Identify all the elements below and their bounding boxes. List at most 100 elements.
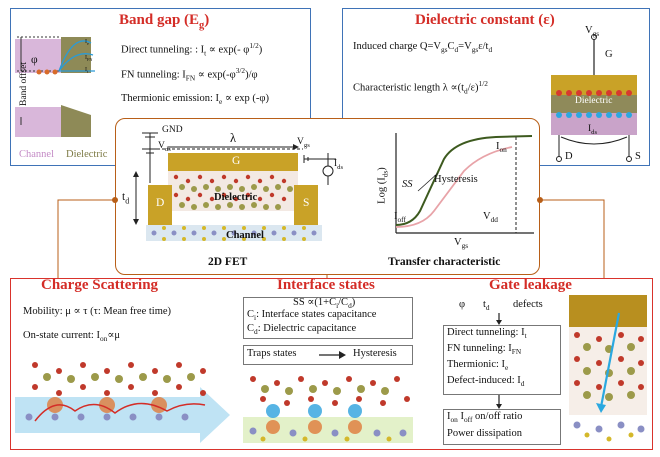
leakage-thermionic: Thermionic: Ie (447, 359, 509, 373)
electron-dot (52, 69, 58, 75)
leakage-fn: FN tunneling: IFN (447, 343, 522, 357)
leakage-mechanisms-box (443, 325, 561, 395)
charge-scattering-title: Charge Scattering (41, 277, 159, 293)
hysteresis-arrow (417, 172, 439, 192)
vgs-label-fet: Vgs (297, 137, 310, 149)
leakage-current-arrow (599, 312, 621, 408)
ss-label: SS (402, 179, 413, 190)
tunnel-arrow-ifn (58, 53, 94, 72)
positive-charges (556, 90, 632, 96)
ioff-label: Ioff (394, 211, 406, 225)
td-label: td (122, 191, 130, 206)
reverse-sweep-curve (395, 146, 513, 228)
band-gap-title: Band gap (Eg) (119, 12, 210, 31)
onoff-ratio: Ion Ioff on/off ratio (447, 411, 523, 425)
vdd-label: Vdd (483, 211, 498, 225)
phi-label: φ (31, 54, 38, 66)
gnd-label: GND (162, 125, 183, 135)
leakage-defect: Defect-induced: Id (447, 375, 525, 389)
fet-panel: GND Vds λ Vgs Ids G D S td Dielectric Ch… (115, 118, 540, 275)
fn-tunneling-eq: FN tunneling: IFN ∝ exp(-φ3/2)/φ (121, 66, 258, 83)
channel-atoms (151, 226, 317, 241)
leakage-result-box (443, 409, 561, 445)
transfer-xlabel: Vgs (454, 237, 469, 251)
ids-label: Ids (588, 124, 598, 136)
band-diagram (15, 36, 95, 137)
scattering-illustration (15, 362, 230, 443)
lattice-metal (43, 373, 195, 383)
ion-label: Ion (496, 141, 507, 155)
ss-eq: SS ∝(1+Ci/Cd) (293, 297, 356, 311)
fet-structure (133, 132, 336, 241)
it-label: It (85, 67, 89, 75)
trap-states (266, 404, 362, 418)
leakage-td: td (483, 299, 490, 313)
mobility-eq: Mobility: μ ∝ τ (τ: Mean free time) (23, 306, 172, 317)
current-flow-arrow (15, 387, 230, 443)
channel-label-fet: Channel (226, 230, 264, 241)
dielectric-label: Dielectric (66, 149, 108, 160)
lambda-label: λ (230, 131, 237, 145)
leakage-phi: φ (459, 299, 466, 310)
source-label: S (635, 151, 641, 162)
cd-def: Cd: Dielectric capacitance (247, 323, 357, 337)
traps-arrow (319, 351, 346, 359)
dielectric-layer (551, 95, 637, 113)
vgs-label: Vgs (585, 25, 600, 39)
power-dissipation: Power dissipation (447, 428, 522, 439)
capacitor-diagram (551, 34, 637, 162)
dielectric-layer-label: Dielectric (575, 96, 613, 106)
dielectric-panel: Dielectric constant (ε) Induced charge Q… (342, 8, 650, 166)
drain-label-fet: D (156, 197, 165, 209)
scattering-path (34, 402, 206, 422)
induced-charge-eq: Induced charge Q=VgsCd=Vgsε/td (353, 41, 493, 55)
drain-label: D (565, 151, 573, 162)
band-gap-panel: Band gap (Eg) Band offset φ Ie IFN It Ch… (10, 8, 311, 166)
gate-label: G (605, 49, 613, 60)
transfer-plot (395, 133, 534, 234)
ie-label: Ie (85, 39, 89, 47)
ifn-label: IFN (85, 55, 93, 63)
bottom-panel: Charge Scattering Mobility: μ ∝ τ (τ: Me… (10, 277, 653, 450)
fet-caption: 2D FET (208, 256, 248, 268)
leakage-defects: defects (513, 299, 543, 310)
dielectric-title: Dielectric constant (ε) (415, 12, 555, 28)
gate-leakage-title: Gate leakage (489, 277, 572, 293)
fet-drain (148, 185, 172, 225)
transfer-caption: Transfer characteristic (388, 256, 501, 268)
interface-states-title: Interface states (277, 277, 375, 293)
leakage-flow-arrows (496, 313, 502, 409)
tunnel-arrow-ie (58, 40, 92, 72)
forward-sweep-curve (395, 135, 533, 226)
dielectric-lower-band (61, 105, 91, 137)
electron-dot (36, 69, 42, 75)
hysteresis-label: Hysteresis (434, 174, 478, 185)
negative-charges (556, 112, 632, 118)
electron-dot (44, 69, 50, 75)
interface-illustration (243, 376, 413, 443)
fet-source (294, 185, 318, 225)
leakage-direct: Direct tunneling: It (447, 327, 527, 341)
ci-def: Ci: Interface states capacitance (247, 309, 377, 323)
channel-layer (551, 113, 637, 135)
leakage-illustration (569, 295, 647, 442)
hysteresis-label-box: Hysteresis (353, 348, 397, 359)
channel-lower-band (15, 107, 61, 137)
traps-label: Traps states (247, 348, 297, 359)
ids-label-fet: Ids (334, 159, 344, 171)
direct-tunneling-eq: Direct tunneling: : It ∝ exp(- φ1/2) (121, 41, 263, 58)
lattice-oxygen (32, 362, 206, 396)
dielectric-label-fet: Dielectric (214, 192, 258, 203)
channel-label: Channel (19, 149, 54, 160)
thermionic-eq: Thermionic emission: Ie ∝ exp (-φ) (121, 93, 269, 107)
dielectric-atoms (173, 174, 293, 210)
channel-upper-band (15, 39, 61, 73)
gate-plate (551, 75, 637, 95)
on-current-eq: On-state current: Ion∝μ (23, 330, 121, 344)
channel-atoms-scatter (25, 413, 189, 421)
fet-dielectric (168, 171, 298, 211)
vds-label: Vds (158, 141, 171, 153)
interface-eq-box (243, 297, 413, 339)
gate-label-fet: G (232, 155, 241, 167)
